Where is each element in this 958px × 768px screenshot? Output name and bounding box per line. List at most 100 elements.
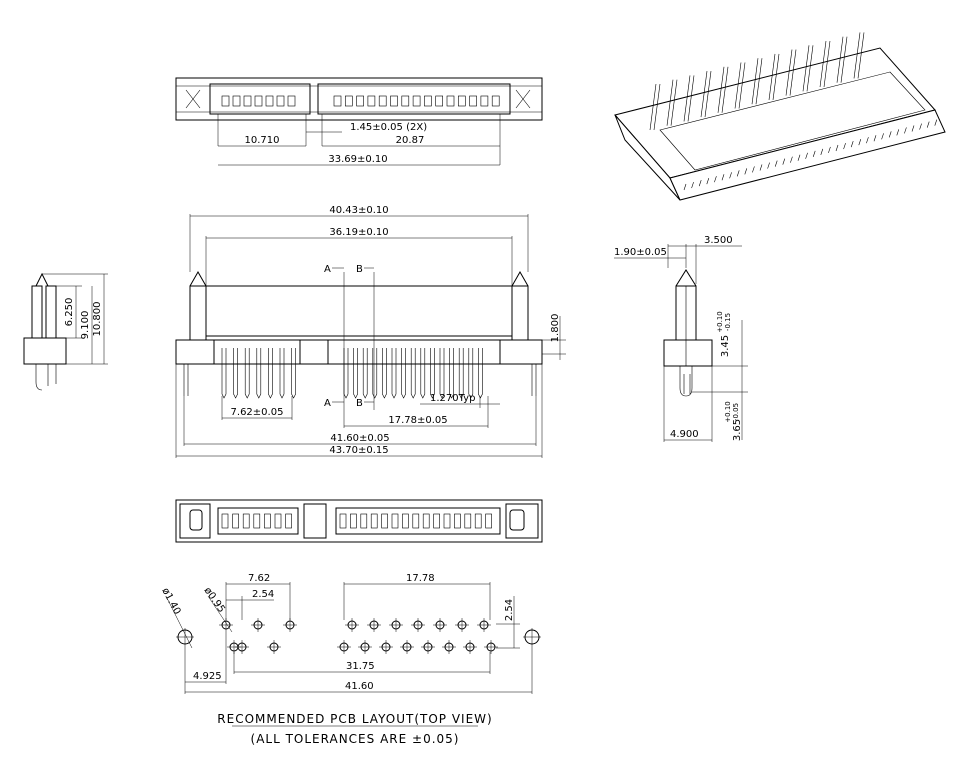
iso-tooth — [911, 125, 915, 132]
iso-tooth — [858, 139, 862, 146]
iso-tooth — [896, 129, 900, 136]
bottom-view-contact — [360, 513, 368, 529]
front-pin — [291, 348, 296, 399]
dim-label: 31.75 — [346, 661, 375, 672]
iso-pin — [704, 71, 712, 118]
dim-label: 10.710 — [245, 135, 280, 146]
front-pin — [268, 348, 273, 399]
right-side-base — [663, 339, 713, 367]
iso-pin — [857, 32, 865, 79]
dim-label: 36.19±0.10 — [329, 227, 388, 238]
iso-pin — [789, 49, 797, 96]
bottom-view-contact — [370, 513, 378, 529]
front-pin — [382, 348, 387, 399]
iso-tooth — [721, 174, 725, 181]
pcb-caption-title: RECOMMENDED PCB LAYOUT(TOP VIEW) — [217, 712, 492, 726]
iso-tooth — [782, 158, 786, 165]
left-side-post — [45, 285, 57, 339]
dim-label: 40.43±0.10 — [329, 205, 388, 216]
bottom-view-contact — [402, 513, 409, 529]
iso-pin — [768, 53, 776, 100]
front-left-peak — [189, 270, 207, 287]
dim-label: 1.90±0.05 — [614, 247, 667, 258]
bottom-view-right-cell — [505, 503, 539, 539]
bottom-view-contact — [454, 513, 461, 529]
top-view-contact — [221, 95, 230, 107]
right-side-leads — [679, 366, 693, 397]
iso-pin — [772, 53, 780, 100]
top-view-contact — [243, 95, 252, 107]
top-view-contact — [469, 95, 477, 107]
dim-tolerance: +0.10 — [724, 401, 732, 422]
top-view-contact — [356, 95, 364, 107]
front-pin — [233, 348, 238, 399]
bottom-view-contact — [412, 513, 420, 529]
dim-label: 9.100 — [80, 311, 91, 340]
dim-label: 1.45±0.05 (2X) — [350, 122, 427, 133]
bottom-view-contact — [274, 513, 282, 529]
iso-tooth — [683, 183, 687, 191]
front-right-peak — [511, 270, 529, 287]
top-view-contact — [367, 95, 376, 107]
bottom-view-contact — [264, 513, 271, 529]
iso-housing-front — [669, 109, 946, 201]
front-pin — [478, 348, 483, 399]
bottom-view-contact — [422, 513, 430, 529]
front-pin — [458, 348, 464, 399]
dim-label: 7.62±0.05 — [231, 407, 284, 418]
iso-tooth — [850, 141, 854, 148]
front-pin — [362, 348, 368, 399]
dim-label: 17.78 — [406, 573, 435, 584]
dim-tolerance: -0.05 — [732, 403, 740, 421]
leader-line — [207, 595, 233, 633]
right-side-leads — [683, 374, 691, 394]
top-view-contact — [287, 95, 296, 107]
iso-pin — [738, 62, 746, 109]
iso-tooth — [835, 144, 839, 152]
top-view-contact — [424, 95, 432, 107]
front-pin — [279, 348, 285, 399]
iso-pin — [649, 83, 657, 131]
dim-label: 6.250 — [64, 298, 75, 327]
dim-label: 41.60±0.05 — [330, 433, 389, 444]
pcb-caption-note: (ALL TOLERANCES ARE ±0.05) — [251, 732, 460, 746]
dim-tolerance: +0.10 — [716, 311, 724, 332]
bottom-view-contact — [232, 513, 239, 529]
top-view-contact — [232, 95, 241, 107]
iso-pins — [649, 32, 865, 131]
iso-pin — [670, 79, 678, 126]
iso-pin — [721, 66, 729, 113]
iso-tooth — [805, 152, 808, 159]
front-pin — [401, 348, 406, 399]
iso-tooth — [873, 135, 877, 142]
iso-tooth — [881, 133, 884, 140]
front-pin — [391, 348, 397, 399]
iso-pin — [683, 75, 691, 122]
iso-pin — [806, 45, 814, 92]
front-left-ear — [189, 285, 207, 341]
iso-pin — [840, 36, 848, 83]
top-view-contact — [333, 95, 342, 107]
bottom-view-latch — [509, 509, 525, 531]
bottom-view-contact — [391, 513, 399, 529]
iso-tooth — [926, 121, 930, 128]
dim-label: 3.500 — [704, 235, 733, 246]
bottom-view-contact — [443, 513, 451, 529]
top-view-contact — [390, 95, 398, 107]
iso-tooth — [729, 172, 732, 179]
bottom-view-latch — [189, 509, 203, 531]
bottom-view-contact — [350, 513, 357, 529]
bottom-view-contact — [253, 513, 261, 529]
dim-label: 3.65 — [732, 419, 743, 441]
front-pin — [221, 348, 227, 399]
iso-pin — [802, 45, 810, 92]
bottom-view-signal-slot — [335, 507, 501, 535]
bottom-view-outline — [175, 499, 543, 543]
iso-tooth — [820, 148, 824, 155]
top-view-contact — [378, 95, 387, 107]
iso-pin — [785, 49, 793, 96]
dim-label: 33.69±0.10 — [328, 154, 387, 165]
front-pin — [430, 348, 435, 399]
iso-tooth — [744, 168, 748, 175]
iso-tooth — [790, 156, 793, 163]
